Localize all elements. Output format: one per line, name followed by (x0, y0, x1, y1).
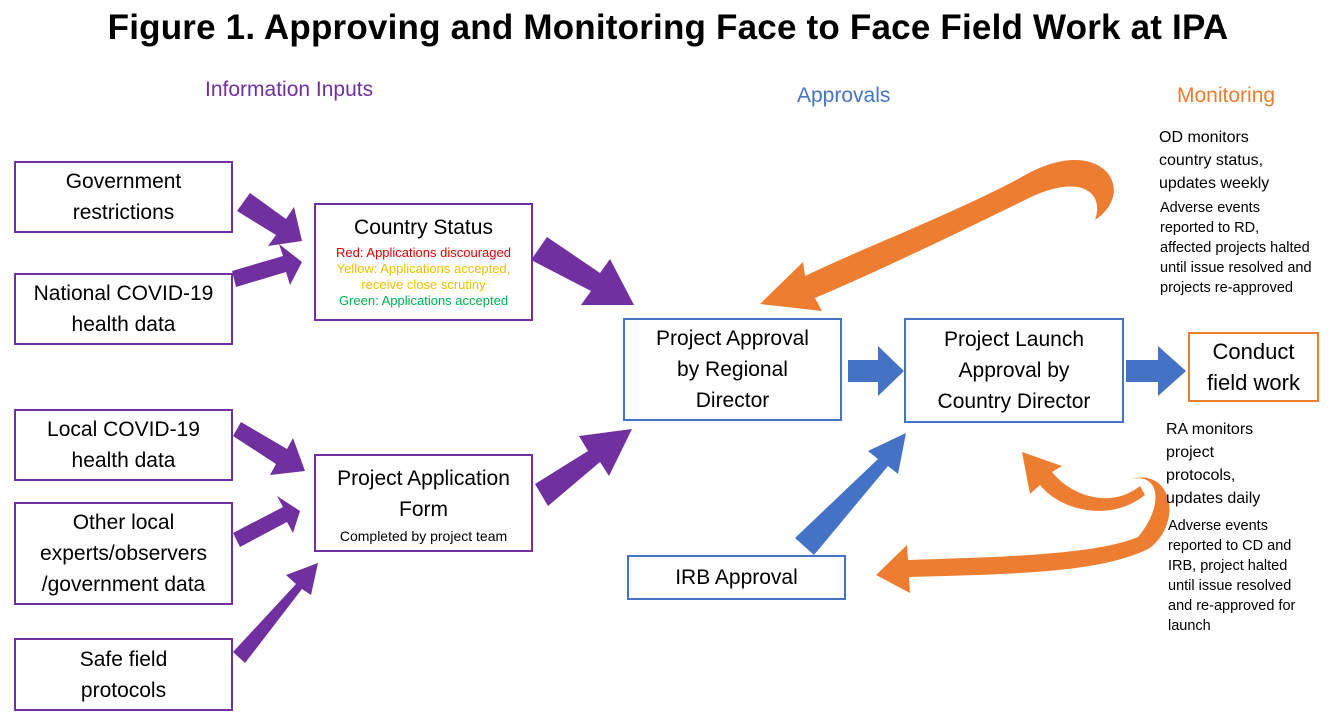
arrow-launch-to-fieldwork (1126, 346, 1186, 396)
irb-approval-box: IRB Approval (627, 555, 846, 600)
arrow-irb-to-launch (795, 433, 906, 555)
status-green-text: Green: Applications accepted (338, 293, 509, 308)
arrow-ra-to-launch (1022, 452, 1145, 511)
input-local-label: Local COVID-19 health data (47, 418, 200, 472)
project-form-subtitle: Completed by project team (339, 527, 508, 544)
od-monitoring-detail: Adverse events reported to RD, affected … (1160, 200, 1312, 296)
input-government-restrictions: Government restrictions (14, 161, 233, 233)
input-local-covid-data: Local COVID-19 health data (14, 409, 233, 481)
arrow-safe-to-form (233, 563, 318, 663)
section-approvals: Approvals (797, 84, 891, 107)
ra-monitoring-heading: RA monitors project protocols, updates d… (1166, 421, 1261, 507)
country-status-box: Country Status Red: Applications discour… (314, 203, 533, 321)
conduct-field-work-box: Conduct field work (1188, 332, 1319, 402)
arrow-government-to-status (237, 193, 302, 246)
arrow-status-to-regional (531, 237, 634, 305)
input-safe-field-protocols: Safe field protocols (14, 638, 233, 711)
arrow-local-to-form (233, 422, 305, 475)
regional-approval-label: Project Approval by Regional Director (656, 327, 809, 412)
input-national-label: National COVID-19 health data (33, 282, 214, 336)
figure-title: Figure 1. Approving and Monitoring Face … (107, 8, 1229, 47)
status-red-text: Red: Applications discouraged (336, 245, 511, 260)
input-government-label: Government restrictions (65, 170, 182, 224)
input-safe-label: Safe field protocols (79, 647, 168, 702)
field-work-label: Conduct field work (1207, 339, 1300, 395)
arrow-national-to-status (232, 244, 302, 287)
launch-approval-label: Project Launch Approval by Country Direc… (937, 328, 1091, 413)
od-monitoring-heading: OD monitors country status, updates week… (1159, 129, 1270, 192)
arrow-other-to-form (233, 496, 300, 547)
launch-approval-box: Project Launch Approval by Country Direc… (904, 318, 1124, 423)
arrow-od-monitoring-to-regional (760, 160, 1114, 311)
arrow-regional-to-launch (848, 346, 904, 396)
arrow-form-to-regional (535, 429, 632, 506)
input-other-label: Other local experts/observers /governmen… (40, 511, 207, 596)
input-other-local-experts: Other local experts/observers /governmen… (14, 502, 233, 605)
project-application-form-box: Project Application Form Completed by pr… (314, 454, 533, 552)
input-national-covid-data: National COVID-19 health data (14, 273, 233, 345)
section-monitoring: Monitoring (1177, 84, 1276, 107)
status-yellow-text: Yellow: Applications accepted, receive c… (336, 261, 511, 292)
regional-approval-box: Project Approval by Regional Director (623, 318, 842, 421)
project-form-title: Project Application Form (337, 466, 510, 521)
country-status-title: Country Status (354, 216, 493, 239)
ra-monitoring-detail: Adverse events reported to CD and IRB, p… (1168, 518, 1296, 634)
arrow-ra-to-irb (876, 477, 1170, 593)
section-information-inputs: Information Inputs (205, 78, 374, 101)
irb-approval-label: IRB Approval (675, 566, 798, 589)
